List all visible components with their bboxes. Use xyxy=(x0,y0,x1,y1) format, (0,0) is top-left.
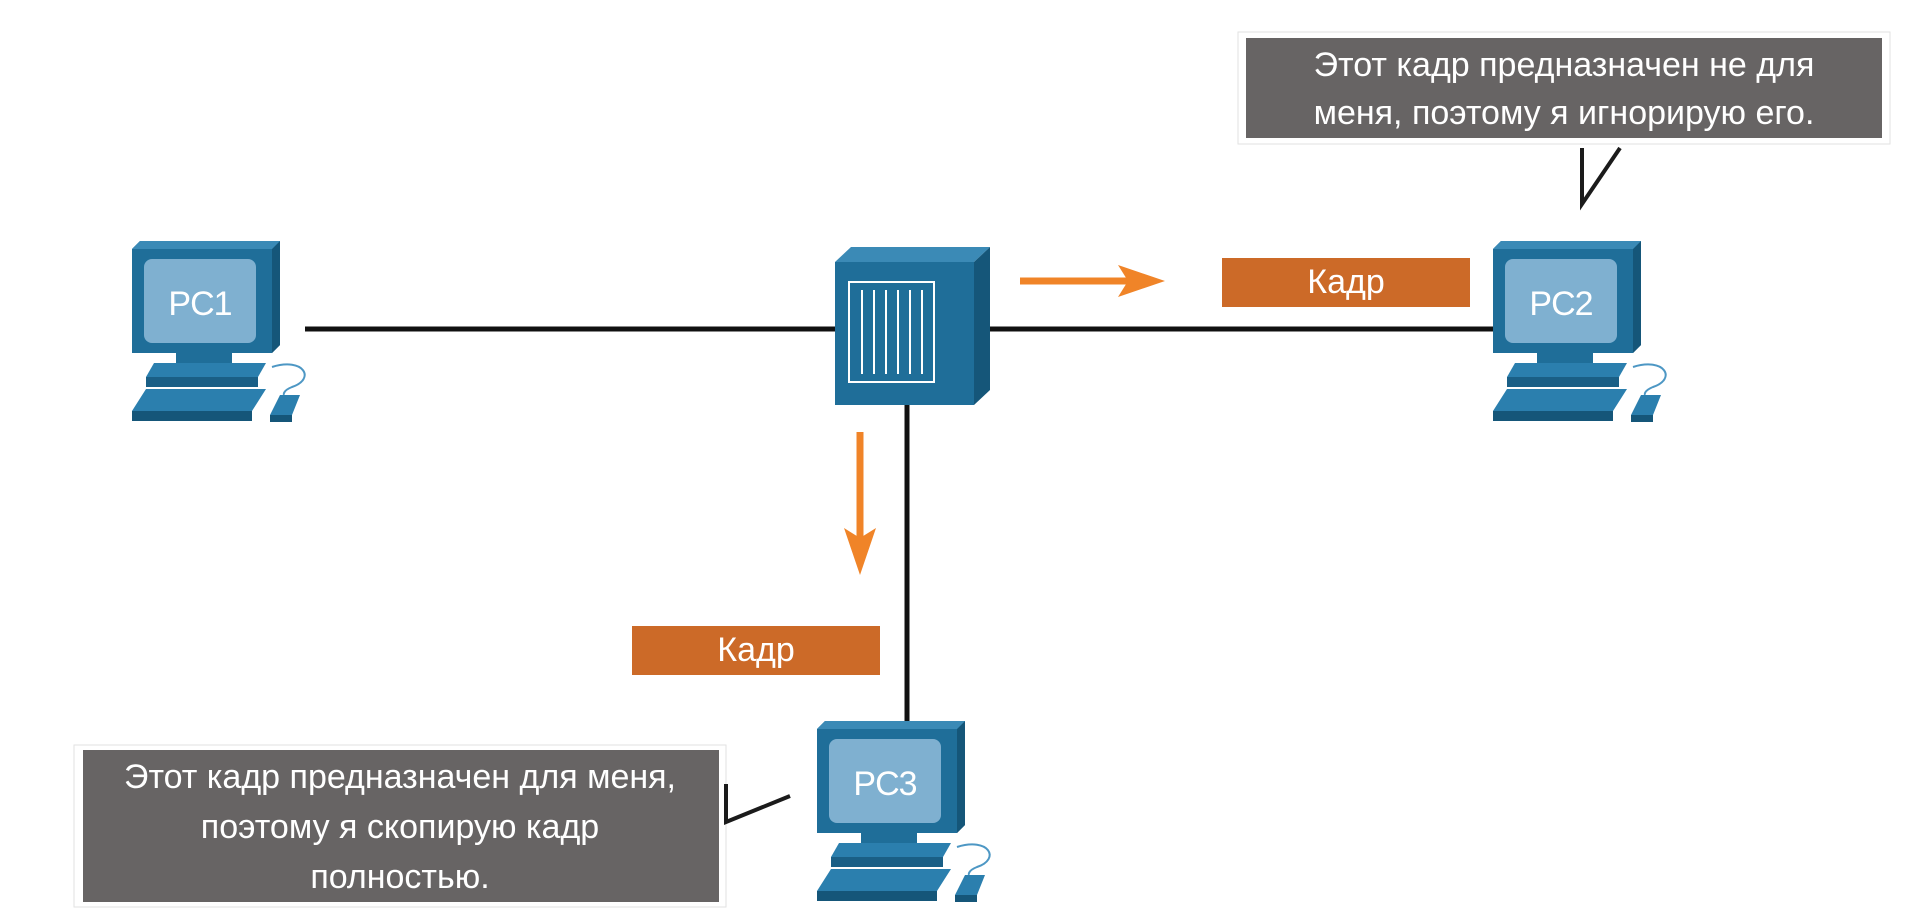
pc2-label: PC2 xyxy=(1529,285,1592,323)
arrow-right-icon xyxy=(1020,265,1165,297)
pc3-label: PC3 xyxy=(853,765,916,803)
callout-pc3-line-2: поэтому я скопирую кадр xyxy=(201,808,599,846)
callout-pc2-line-2: меня, поэтому я игнорирую его. xyxy=(1314,94,1815,132)
arrow-down-icon xyxy=(844,432,876,575)
callout-pc2: Этот кадр предназначен не для меня, поэт… xyxy=(1237,31,1891,211)
pc1-label: PC1 xyxy=(168,285,231,323)
pc3-computer-icon: PC3 xyxy=(816,720,991,903)
frame-badge-to-pc3: Кадр xyxy=(632,626,880,675)
switch-icon xyxy=(835,247,990,405)
callout-pc3: Этот кадр предназначен для меня, поэтому… xyxy=(73,744,791,908)
frame-label-to-pc2: Кадр xyxy=(1307,263,1384,301)
frame-badge-to-pc2: Кадр xyxy=(1222,258,1470,307)
frame-label-to-pc3: Кадр xyxy=(717,631,794,669)
pc2-computer-icon: PC2 xyxy=(1492,240,1667,423)
pc1-computer-icon: PC1 xyxy=(131,240,306,423)
callout-pc2-line-1: Этот кадр предназначен не для xyxy=(1314,46,1815,84)
callout-pc3-line-1: Этот кадр предназначен для меня, xyxy=(124,758,676,796)
callout-pc3-line-3: полностью. xyxy=(310,858,489,896)
